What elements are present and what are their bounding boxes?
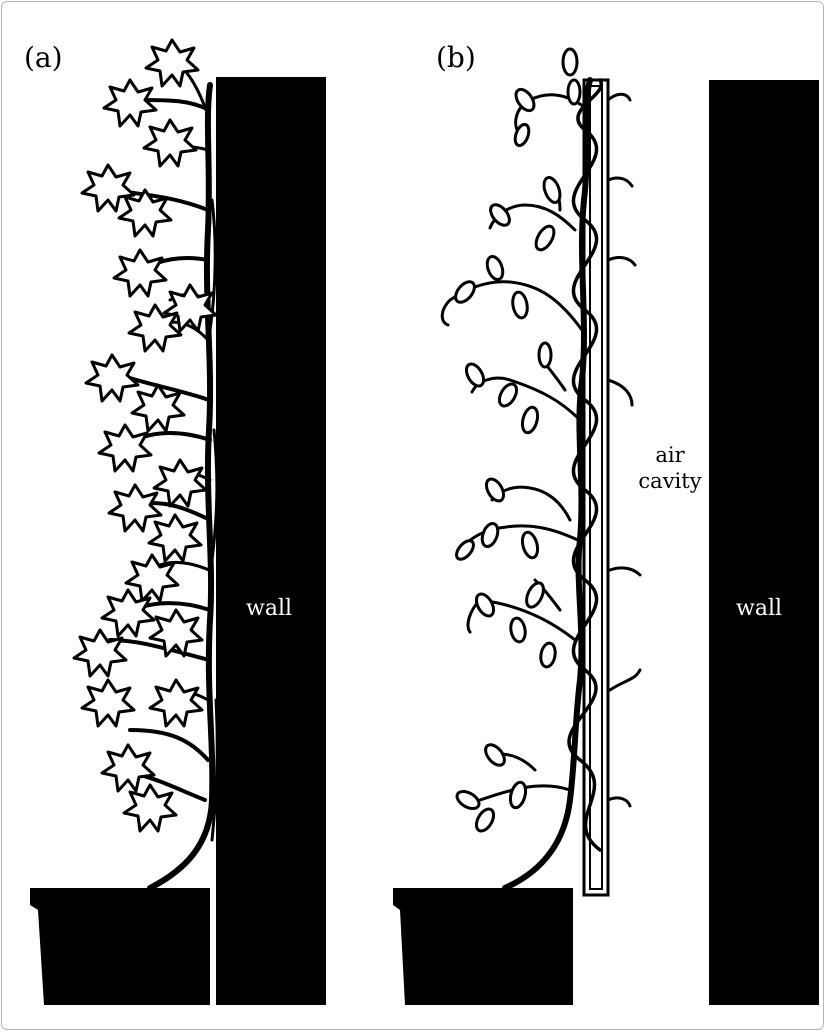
wall-b: [709, 80, 819, 1005]
wall-a-label: wall: [246, 598, 292, 620]
air-cavity-label-line1: air: [630, 442, 710, 468]
air-cavity-label: air cavity: [630, 442, 710, 494]
panel-a-illustration: [30, 40, 326, 1005]
vine-leaves-b: [452, 49, 580, 834]
trellis-b: [584, 80, 608, 895]
panel-b-illustration: [393, 49, 819, 1005]
air-cavity-label-line2: cavity: [630, 468, 710, 494]
wall-a: [216, 77, 326, 1005]
pot-a: [30, 888, 210, 1005]
panel-b-label: (b): [436, 44, 476, 72]
panel-a-label: (a): [24, 44, 63, 72]
vine-stems-b: [442, 80, 640, 888]
pot-b: [393, 888, 573, 1005]
wall-b-label: wall: [736, 598, 782, 620]
